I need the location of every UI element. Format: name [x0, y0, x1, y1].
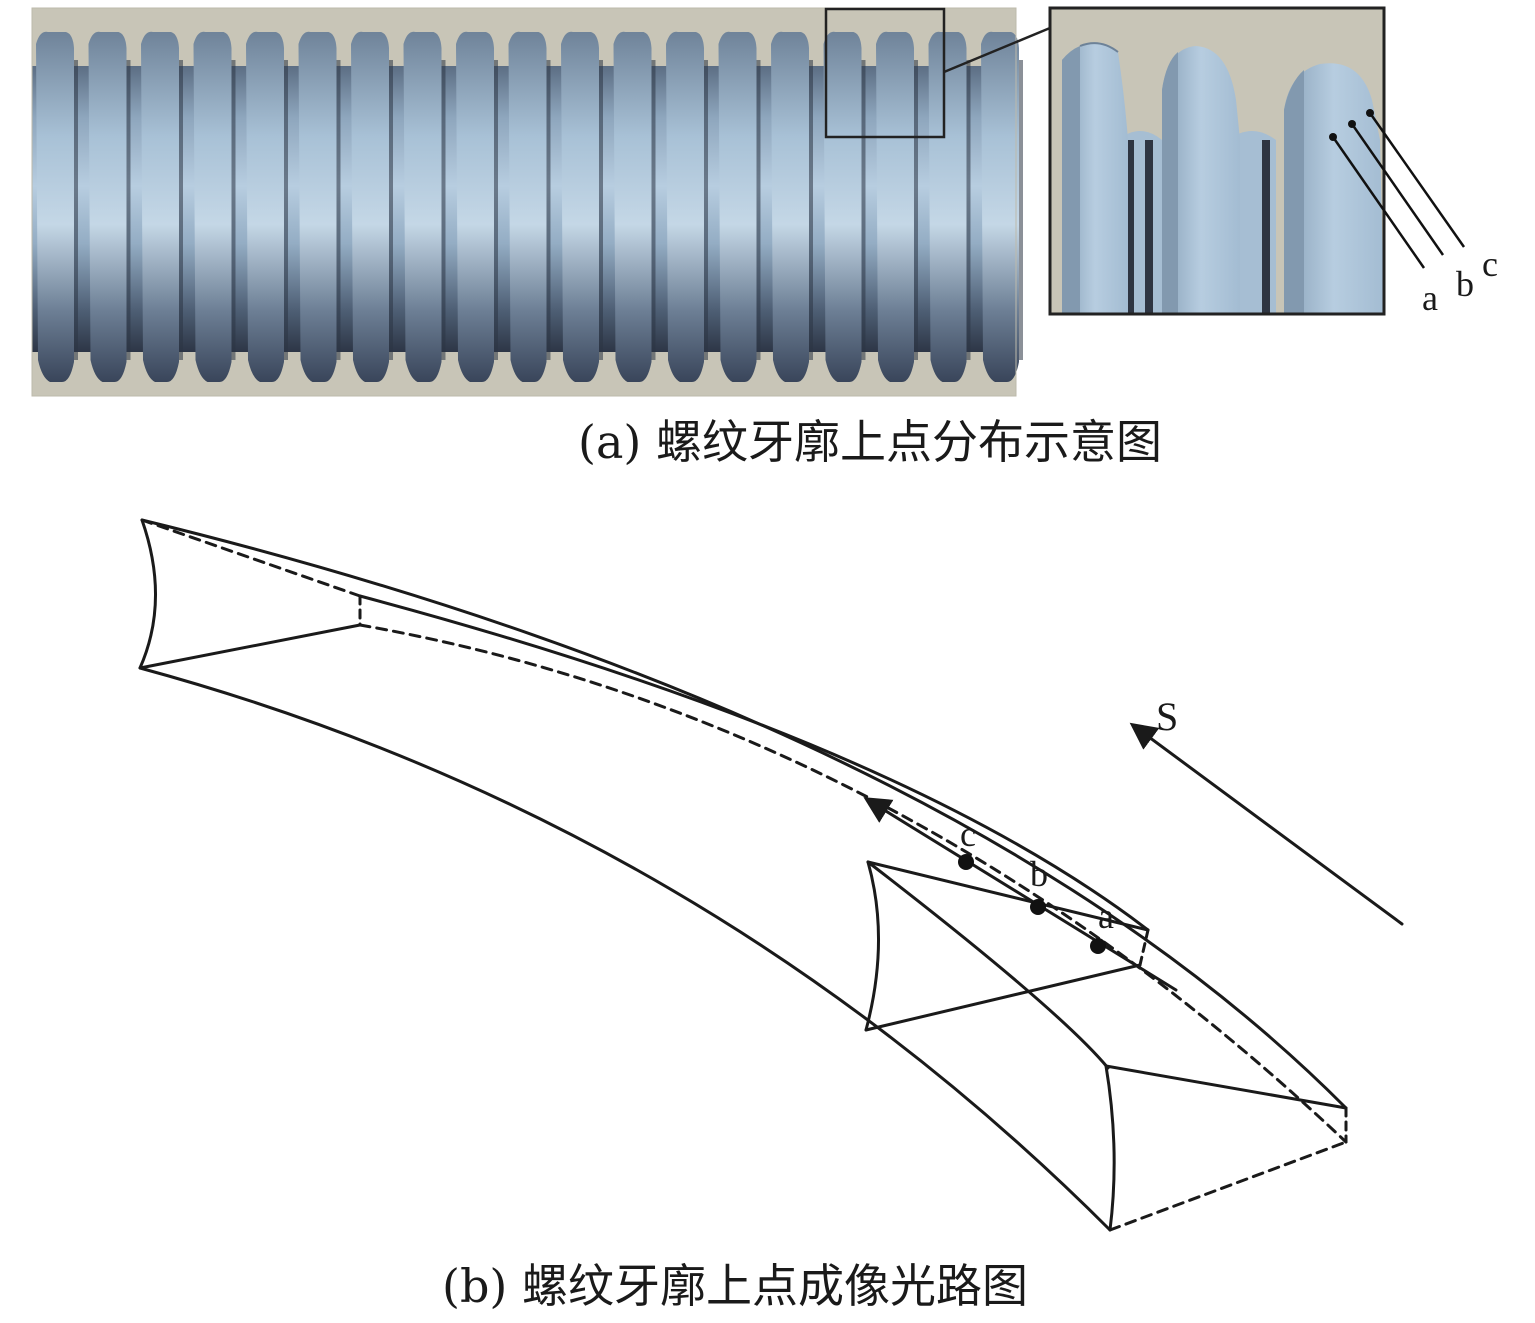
caption-panel-b: (b) 螺纹牙廓上点成像光路图	[442, 1259, 1028, 1313]
thread-crest	[351, 31, 389, 382]
middle-cross-section-right-dashed	[1138, 928, 1150, 967]
inner-upper-edge	[358, 594, 1150, 932]
thread-flank-shadow	[284, 60, 288, 360]
thread-crest	[298, 31, 337, 382]
label-b-panel-b: b	[1030, 854, 1048, 894]
middle-cross-section-bottom	[864, 963, 1142, 1032]
left-face-lower-edge	[138, 623, 362, 670]
caption-panel-a: (a) 螺纹牙廓上点分布示意图	[578, 415, 1162, 469]
direction-s-label: S	[1156, 694, 1178, 739]
thread-crest	[193, 31, 232, 382]
thread-flank-shadow	[966, 60, 971, 360]
thread-flank-shadow	[126, 60, 131, 360]
thread-flank-shadow	[179, 60, 183, 360]
threaded-rod-image	[31, 7, 1023, 397]
thread-flank-shadow	[809, 60, 813, 360]
panel-a: a b c (a) 螺纹牙廓上点分布示意图	[31, 6, 1498, 469]
thread-flank-shadow	[756, 60, 761, 360]
left-end-face-edge	[138, 518, 157, 670]
thread-crest	[981, 31, 1019, 382]
thread-crest	[456, 31, 494, 382]
thread-flank-shadow	[74, 60, 78, 360]
label-a-panel-b: a	[1098, 896, 1114, 936]
thread-crest	[246, 31, 284, 382]
middle-cross-section-left	[864, 860, 880, 1032]
label-c-panel-b: c	[960, 814, 976, 854]
panel-b	[138, 518, 1404, 1232]
middle-section-diagonal	[866, 860, 1110, 1070]
thread-crest	[876, 31, 914, 382]
outer-bottom-edge	[138, 666, 1112, 1232]
label-b-panel-a: b	[1456, 264, 1474, 304]
thread-flank-shadow	[389, 60, 393, 360]
middle-cross-section-top	[866, 860, 1150, 932]
right-face-bottom-dashed	[1108, 1140, 1348, 1232]
leader-line-b	[1350, 123, 1445, 256]
direction-s-arrow	[1129, 722, 1404, 926]
thread-crest	[88, 31, 127, 382]
thread-crest	[508, 31, 547, 382]
thread-crest	[823, 31, 862, 382]
thread-flank-shadow	[651, 60, 656, 360]
imaging-light-ray	[863, 797, 1178, 992]
thread-flank-shadow	[494, 60, 498, 360]
thread-flank-shadow	[336, 60, 341, 360]
thread-crest	[666, 31, 704, 382]
leader-line-c	[1368, 112, 1466, 248]
thread-crest	[141, 31, 179, 382]
left-face-upper-edge	[140, 518, 362, 598]
point-a-dot	[1090, 938, 1106, 954]
leader-line-a	[1331, 136, 1426, 269]
zoom-region-box	[824, 7, 946, 139]
label-c-panel-a: c	[1482, 244, 1498, 284]
thread-crest	[36, 31, 74, 382]
thread-crest	[771, 31, 809, 382]
thread-flank-shadow	[546, 60, 551, 360]
thread-crest	[403, 31, 442, 382]
thread-crest	[718, 31, 757, 382]
point-b-dot	[1030, 899, 1046, 915]
thread-crest	[928, 31, 967, 382]
zoom-connector-line	[943, 26, 1051, 74]
thread-flank-shadow	[231, 60, 236, 360]
outer-top-edge	[140, 518, 1348, 1110]
thread-flank-shadow	[861, 60, 866, 360]
thread-flank-shadow	[1019, 60, 1023, 360]
thread-flank-shadow	[599, 60, 603, 360]
thread-crest	[561, 31, 599, 382]
helix-center-path-dashed	[358, 623, 1348, 1144]
thread-crest	[613, 31, 652, 382]
thread-flank-shadow	[914, 60, 918, 360]
panel-b-points: c b a S	[958, 694, 1178, 954]
label-a-panel-a: a	[1422, 278, 1438, 318]
right-end-face-edge	[1104, 1064, 1116, 1232]
zoom-inset	[1048, 6, 1386, 316]
right-face-upper-edge	[1104, 1064, 1348, 1110]
thread-flank-shadow	[704, 60, 708, 360]
point-c-dot	[958, 854, 974, 870]
thread-flank-shadow	[441, 60, 446, 360]
